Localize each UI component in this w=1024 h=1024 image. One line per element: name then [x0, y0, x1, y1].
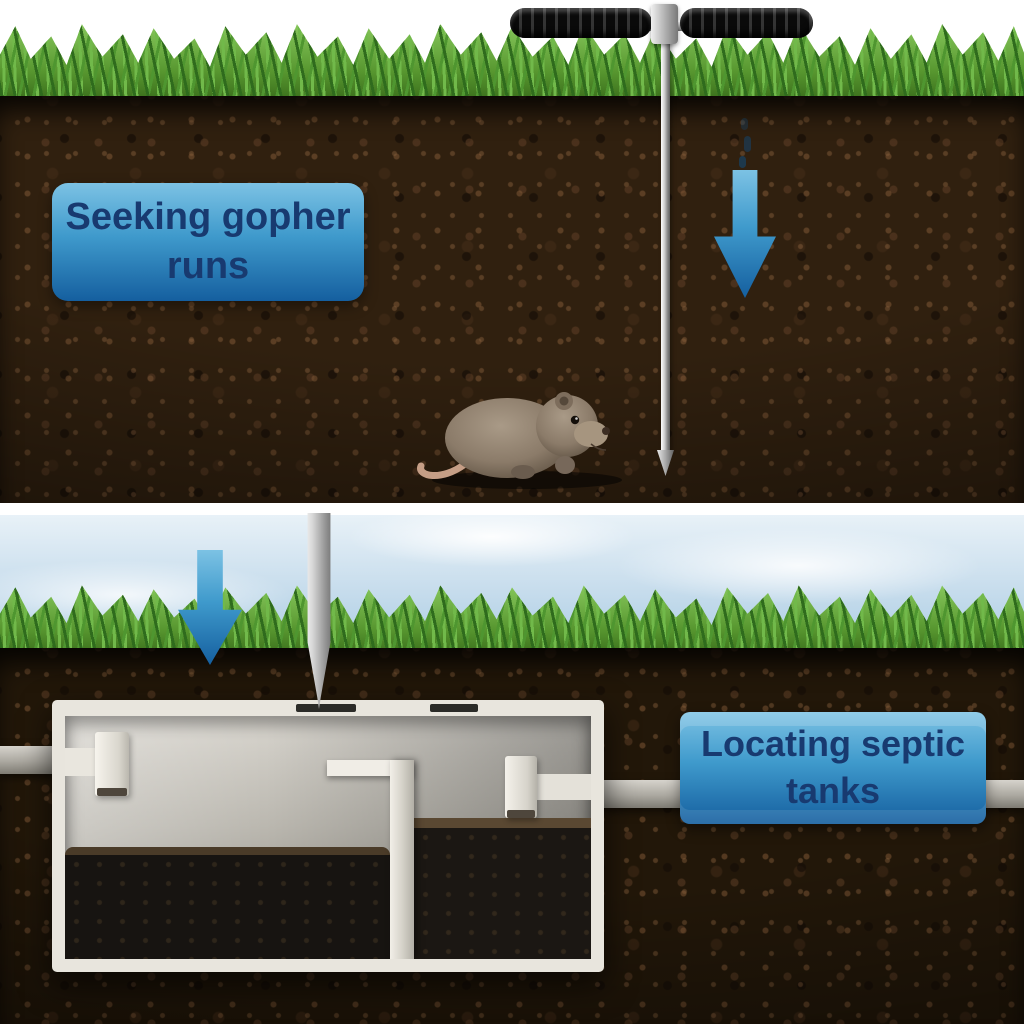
pipe-opening	[507, 810, 535, 818]
panel-divider	[0, 503, 1024, 515]
probe-collar	[651, 4, 678, 44]
tank-lid-vent	[296, 704, 356, 712]
tank-sludge-right	[414, 818, 591, 959]
tank-inlet-arm	[65, 748, 96, 776]
tank-interior	[65, 716, 591, 959]
septic-tank	[52, 700, 604, 972]
tank-sludge-left	[65, 847, 390, 959]
motion-dash	[741, 118, 748, 130]
motion-dash	[739, 156, 746, 168]
caption-septic-tanks: Locating septic tanks	[680, 712, 986, 824]
tank-lid-vent	[430, 704, 478, 712]
caption-gopher-runs: Seeking gopher runs	[52, 183, 364, 301]
probe-handle-right-grip	[680, 8, 813, 38]
tank-outlet-pipe	[505, 756, 537, 818]
tank-outlet-arm	[535, 774, 591, 800]
probe-shaft	[661, 30, 670, 452]
probe-tip-closeup	[307, 513, 331, 709]
tank-inlet-pipe	[95, 732, 129, 796]
motion-dash	[744, 136, 751, 152]
tank-baffle-wall	[390, 760, 414, 959]
pipe-opening	[97, 788, 127, 796]
gopher-illustration	[417, 392, 622, 489]
inlet-pipe-external	[0, 746, 56, 774]
probe-handle-left-grip	[510, 8, 652, 38]
